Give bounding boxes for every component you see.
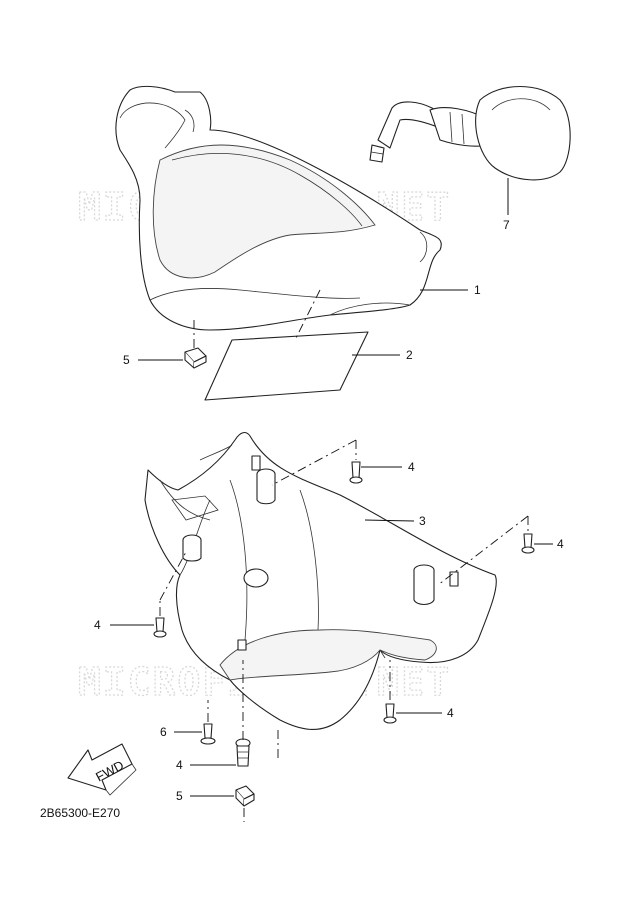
rear-view-mirror[interactable] [369, 85, 571, 181]
callout-1: 1 [474, 283, 481, 297]
callout-6: 6 [160, 725, 167, 739]
lower-handlebar-cover[interactable] [144, 431, 497, 731]
bolt-bottom[interactable] [235, 738, 251, 767]
callout-4-right: 4 [557, 537, 564, 551]
callout-5-bottom: 5 [176, 789, 183, 803]
diagram-code: 2B65300-E270 [40, 806, 121, 820]
upper-handlebar-cover[interactable] [115, 85, 442, 331]
screw-left[interactable] [153, 617, 167, 638]
nut-upper[interactable] [184, 347, 207, 369]
screw-top[interactable] [349, 461, 363, 484]
callout-3: 3 [419, 514, 426, 528]
fwd-arrow-icon: FWD [67, 743, 137, 796]
callout-5-upper: 5 [123, 353, 130, 367]
screw-6[interactable] [200, 723, 216, 745]
screw-right[interactable] [521, 533, 535, 554]
callout-4-left: 4 [94, 618, 101, 632]
callout-4-bottom: 4 [176, 758, 183, 772]
sheet-decal[interactable] [204, 331, 369, 401]
callout-4-top: 4 [408, 460, 415, 474]
callout-4-lower-right: 4 [447, 706, 454, 720]
callout-7: 7 [503, 218, 510, 232]
screw-lower-right[interactable] [383, 703, 397, 724]
callout-2: 2 [406, 348, 413, 362]
nut-bottom[interactable] [235, 785, 255, 807]
